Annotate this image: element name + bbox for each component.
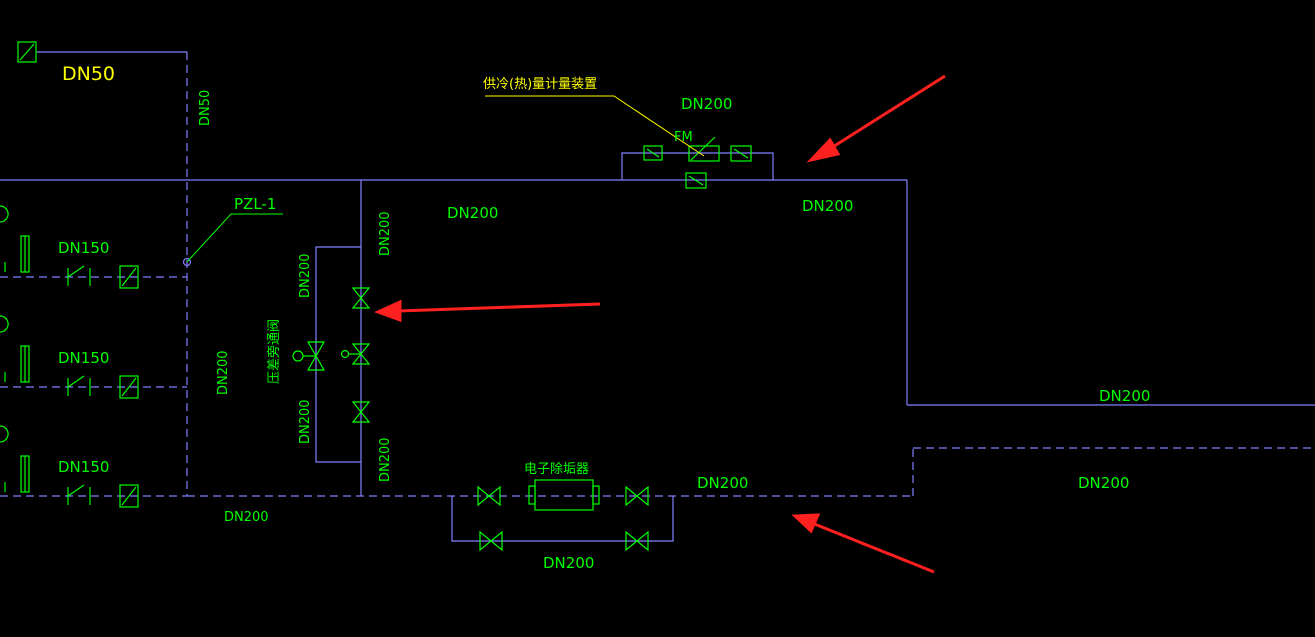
label-bypass-valve: 压差旁通阀 [266, 319, 282, 384]
label-dn200-right-supply: DN200 [802, 197, 853, 215]
label-dn200-return-mid: DN200 [697, 474, 748, 492]
pzl-leader [186, 213, 283, 263]
return-valve-1 [477, 485, 501, 507]
branch-2-fittings [0, 315, 139, 399]
meter-assembly [643, 136, 752, 189]
label-dn200-bypass-top: DN200 [298, 253, 313, 298]
label-dn150-2: DN150 [58, 349, 109, 367]
labels: DN50 DN50 PZL-1 DN150 DN150 DN150 DN200 … [58, 63, 1150, 572]
label-dn200-riser-top: DN200 [378, 211, 393, 256]
label-dn200-riser-bottom: DN200 [378, 437, 393, 482]
pipe-descaler-bypass [451, 496, 674, 542]
label-dn200-meter: DN200 [681, 95, 732, 113]
box-symbol-top-left [17, 41, 37, 63]
return-valve-2 [625, 485, 649, 507]
red-arrow-bottom-right [791, 513, 935, 574]
label-dn50-main: DN50 [62, 63, 115, 85]
label-dn200-descaler-bypass: DN200 [543, 554, 594, 572]
branch-3-fittings [0, 425, 139, 508]
label-dn200-far-right: DN200 [1099, 387, 1150, 405]
bypass-pressure-valve [292, 341, 326, 371]
leaders [186, 95, 705, 263]
markup-arrows [374, 74, 946, 574]
label-dn150-3: DN150 [58, 458, 109, 476]
label-dn200-bypass-bottom: DN200 [298, 399, 313, 444]
electronic-descaler [528, 479, 600, 511]
components [0, 41, 752, 552]
label-dn200-vertical-left: DN200 [216, 350, 231, 395]
riser-valve-middle [340, 343, 371, 365]
label-fm: FM [674, 130, 693, 145]
red-arrow-top-right [806, 74, 946, 163]
bypass-valve-left [479, 530, 503, 552]
label-dn200-center: DN200 [447, 204, 498, 222]
label-meter-note: 供冷(热)量计量装置 [483, 77, 597, 92]
label-dn200-far-right-return: DN200 [1078, 474, 1129, 492]
pipe-bypass-loop [315, 246, 361, 463]
label-descaler: 电子除垢器 [524, 462, 589, 477]
bypass-valve-right [625, 530, 649, 552]
label-dn50-vertical: DN50 [198, 90, 213, 126]
branch-1-fittings [0, 205, 139, 289]
meter-note-leader [485, 95, 705, 157]
label-pzl: PZL-1 [234, 195, 276, 213]
riser-valve-lower [351, 401, 371, 423]
red-arrow-middle [374, 299, 601, 323]
label-dn150-1: DN150 [58, 239, 109, 257]
pipe-meter-loop [621, 152, 774, 180]
label-dn200-bottom-left: DN200 [224, 510, 269, 525]
pzl-node [182, 257, 192, 267]
riser-valve-upper [351, 287, 371, 309]
